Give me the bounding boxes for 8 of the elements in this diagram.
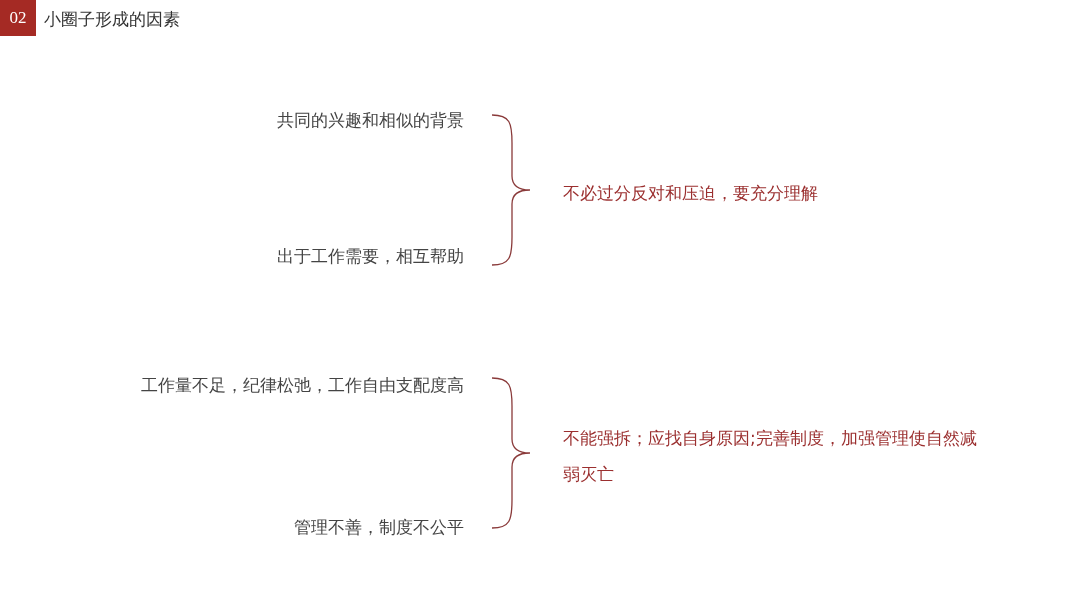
- factor-text: 出于工作需要，相互帮助: [277, 245, 464, 268]
- factor-text: 管理不善，制度不公平: [294, 516, 464, 539]
- factor-text: 工作量不足，纪律松弛，工作自由支配度高: [141, 374, 464, 397]
- factor-text: 共同的兴趣和相似的背景: [277, 109, 464, 132]
- title-text: 小圈子形成的因素: [44, 8, 180, 31]
- advice-text: 不能强拆；应找自身原因;完善制度，加强管理使自然减弱灭亡: [563, 427, 978, 486]
- advice-text: 不必过分反对和压迫，要充分理解: [563, 182, 819, 205]
- section-number-badge: 02: [0, 0, 36, 36]
